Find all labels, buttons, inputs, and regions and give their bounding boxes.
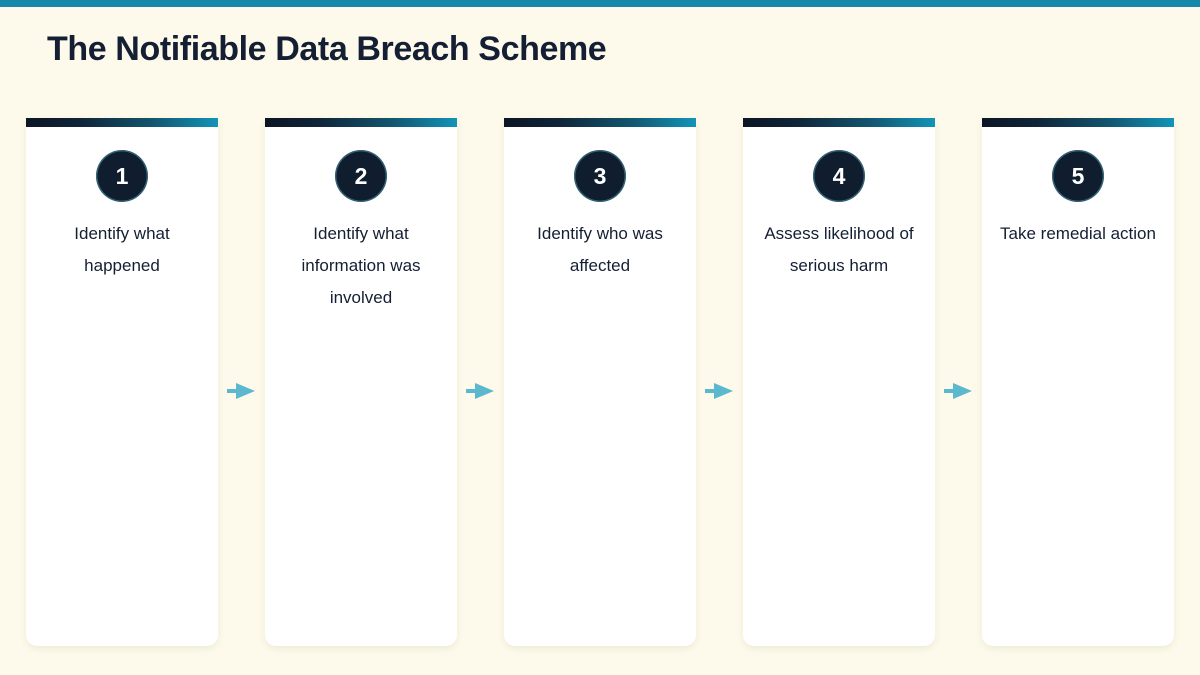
step-number-badge-4: 4 (813, 150, 865, 202)
step-number-badge-1: 1 (96, 150, 148, 202)
card-gradient-bar (982, 118, 1174, 127)
step-number-label: 1 (115, 162, 129, 189)
step-number-badge-5: 5 (1052, 150, 1104, 202)
step-description-4: Assess likelihood of serious harm (764, 224, 914, 275)
step-number-label: 4 (832, 162, 846, 189)
step-card-5[interactable]: 5 Take remedial action (982, 118, 1174, 646)
card-gradient-bar (265, 118, 457, 127)
card-gradient-bar (743, 118, 935, 127)
step-description-1: Identify what happened (74, 224, 170, 275)
arrow-right-icon (465, 379, 496, 403)
step-number-badge-2: 2 (335, 150, 387, 202)
step-number-label: 2 (354, 162, 368, 189)
arrow-1-to-2 (218, 118, 265, 646)
step-wrapper-3: 3 Identify who was affected (504, 118, 696, 646)
step-wrapper-5: 5 Take remedial action (982, 118, 1174, 646)
card-gradient-bar (26, 118, 218, 127)
arrow-right-icon (704, 379, 735, 403)
arrow-right-icon (943, 379, 974, 403)
arrow-4-to-5 (935, 118, 982, 646)
arrow-3-to-4 (696, 118, 743, 646)
step-wrapper-2: 2 Identify what information was involved (265, 118, 457, 646)
arrow-2-to-3 (457, 118, 504, 646)
step-description-2: Identify what information was involved (301, 224, 421, 307)
step-wrapper-1: 1 Identify what happened (26, 118, 218, 646)
top-accent-strip (0, 0, 1200, 7)
step-description-3: Identify who was affected (537, 224, 663, 275)
step-wrapper-4: 4 Assess likelihood of serious harm (743, 118, 935, 646)
step-card-3[interactable]: 3 Identify who was affected (504, 118, 696, 646)
step-description-5: Take remedial action (1000, 224, 1156, 243)
page-title: The Notifiable Data Breach Scheme (47, 30, 607, 68)
steps-flow-row: 1 Identify what happened 2 Identify what… (26, 118, 1174, 646)
card-gradient-bar (504, 118, 696, 127)
step-number-label: 5 (1071, 162, 1085, 189)
step-card-2[interactable]: 2 Identify what information was involved (265, 118, 457, 646)
step-card-4[interactable]: 4 Assess likelihood of serious harm (743, 118, 935, 646)
step-number-badge-3: 3 (574, 150, 626, 202)
step-card-1[interactable]: 1 Identify what happened (26, 118, 218, 646)
arrow-right-icon (226, 379, 257, 403)
step-number-label: 3 (593, 162, 607, 189)
